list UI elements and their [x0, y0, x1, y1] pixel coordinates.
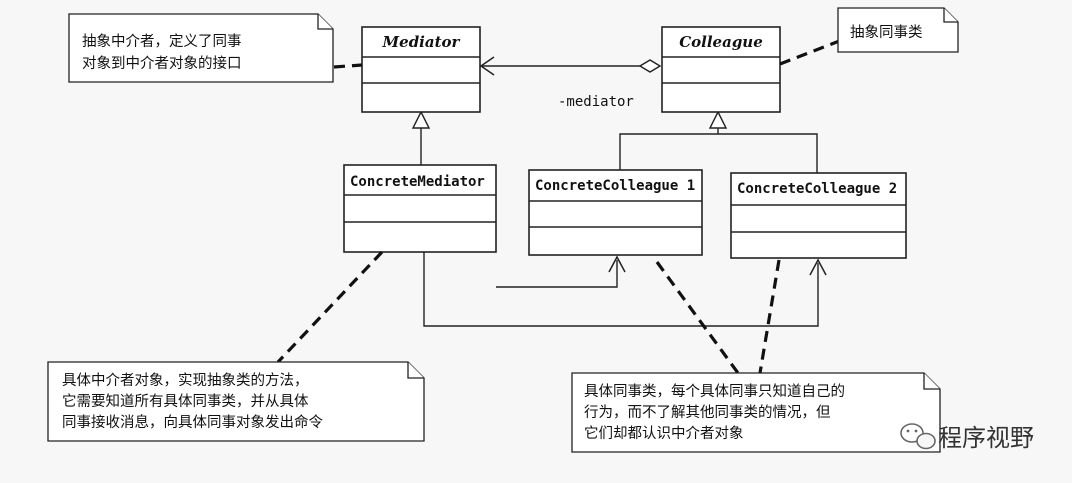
note-mediator-line-1: 抽象中介者，定义了同事 — [82, 33, 242, 50]
note-concrete-mediator-line-1: 具体中介者对象，实现抽象类的方法， — [62, 372, 309, 389]
class-name-mediator: Mediator — [382, 33, 461, 51]
class-box-mediator[interactable]: Mediator — [361, 26, 481, 113]
note-concrete-colleague-line-1: 具体同事类，每个具体同事只知道自己的 — [584, 383, 845, 400]
note-concrete-colleague-line-3: 它们却都认识中介者对象 — [584, 424, 744, 442]
inheritance-edge-concrete-colleagues — [619, 110, 818, 173]
watermark: 程序视野 — [900, 423, 1034, 452]
note-colleague-line-1: 抽象同事类 — [850, 24, 923, 41]
note-concrete-mediator: 具体中介者对象，实现抽象类的方法， 它需要知道所有具体同事类，并从具体 同事接收… — [47, 361, 425, 442]
association-role-label: -mediator — [558, 94, 634, 110]
association-edge-colleague-1 — [496, 255, 626, 288]
note-connector-mediator — [333, 63, 363, 69]
note-connector-colleague-1 — [655, 261, 740, 374]
class-name-colleague: Colleague — [679, 33, 763, 51]
note-connector-concrete-mediator — [276, 250, 384, 364]
note-connector-colleague-2 — [758, 259, 781, 374]
note-concrete-mediator-line-3: 同事接收消息，向具体同事对象发出命令 — [62, 413, 323, 431]
inheritance-edge-concrete-mediator — [411, 110, 431, 165]
note-colleague: 抽象同事类 — [837, 7, 959, 53]
class-name-concrete-colleague-2: ConcreteColleague 2 — [737, 181, 897, 197]
note-mediator-line-2: 对象到中介者对象的接口 — [82, 55, 242, 72]
class-name-concrete-colleague-1: ConcreteColleague 1 — [535, 178, 695, 194]
class-box-concrete-colleague-1[interactable]: ConcreteColleague 1 — [528, 169, 703, 256]
class-box-concrete-colleague-2[interactable]: ConcreteColleague 2 — [730, 172, 907, 259]
note-concrete-mediator-line-2: 它需要知道所有具体同事类，并从具体 — [62, 392, 309, 410]
note-concrete-colleague: 具体同事类，每个具体同事只知道自己的 行为，而不了解其他同事类的情况，但 它们却… — [571, 372, 941, 453]
note-concrete-colleague-line-2: 行为，而不了解其他同事类的情况，但 — [584, 404, 831, 421]
class-box-colleague[interactable]: Colleague — [661, 26, 781, 113]
class-name-concrete-mediator: ConcreteMediator — [350, 174, 485, 190]
note-connector-colleague — [779, 38, 843, 66]
association-edge-mediator: -mediator — [479, 56, 662, 110]
note-mediator: 抽象中介者，定义了同事 对象到中介者对象的接口 — [68, 13, 334, 83]
association-edge-colleague-2 — [423, 252, 827, 327]
class-box-concrete-mediator[interactable]: ConcreteMediator — [343, 164, 497, 253]
watermark-text: 程序视野 — [938, 424, 1034, 452]
wechat-icon — [900, 423, 936, 450]
